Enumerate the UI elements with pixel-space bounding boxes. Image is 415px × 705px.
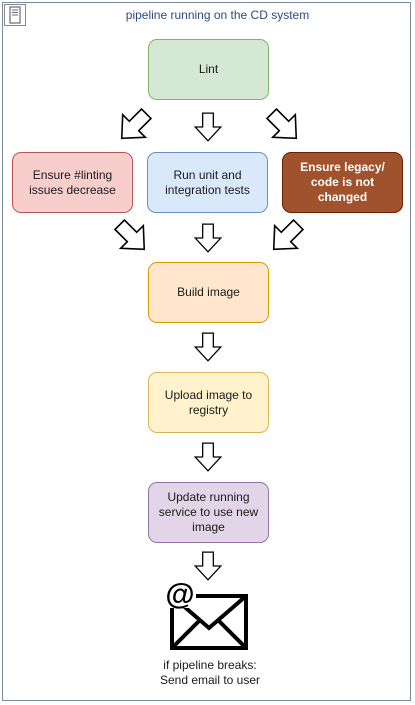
lint-step[interactable]: Lint xyxy=(148,39,269,100)
build-image-label: Build image xyxy=(177,285,240,299)
lint-label: Lint xyxy=(198,62,219,76)
arrow-icon xyxy=(272,218,305,251)
update-service-step[interactable]: Update running service to use new image xyxy=(148,482,269,543)
footnote-line-2: Send email to user xyxy=(159,673,261,687)
arrow-icon xyxy=(193,551,223,581)
svg-text:@: @ xyxy=(166,578,195,611)
upload-image-label: Upload image to registry xyxy=(164,387,253,417)
diagram-title: pipeline running on the CD system xyxy=(125,8,310,22)
diagram-frame xyxy=(2,2,411,701)
arrow-icon xyxy=(120,107,153,140)
arrow-icon xyxy=(265,107,298,140)
run-tests-step[interactable]: Run unit and integration tests xyxy=(147,152,268,213)
ensure-legacy-step[interactable]: Ensure legacy/ code is not changed xyxy=(282,152,403,213)
server-icon xyxy=(4,4,26,26)
arrow-icon xyxy=(113,218,146,251)
ensure-linting-step[interactable]: Ensure #linting issues decrease xyxy=(12,152,133,213)
build-image-step[interactable]: Build image xyxy=(148,262,269,323)
update-service-label: Update running service to use new image xyxy=(158,490,259,534)
run-tests-label: Run unit and integration tests xyxy=(165,167,250,197)
arrow-icon xyxy=(193,442,223,472)
arrow-icon xyxy=(193,112,223,142)
footnote-line-1: if pipeline breaks: xyxy=(163,658,257,672)
email-at-icon: @ xyxy=(166,578,248,650)
arrow-icon xyxy=(193,332,223,362)
ensure-legacy-label: Ensure legacy/ code is not changed xyxy=(300,160,385,204)
ensure-linting-label: Ensure #linting issues decrease xyxy=(29,167,116,197)
arrow-icon xyxy=(193,223,223,253)
upload-image-step[interactable]: Upload image to registry xyxy=(148,372,269,433)
